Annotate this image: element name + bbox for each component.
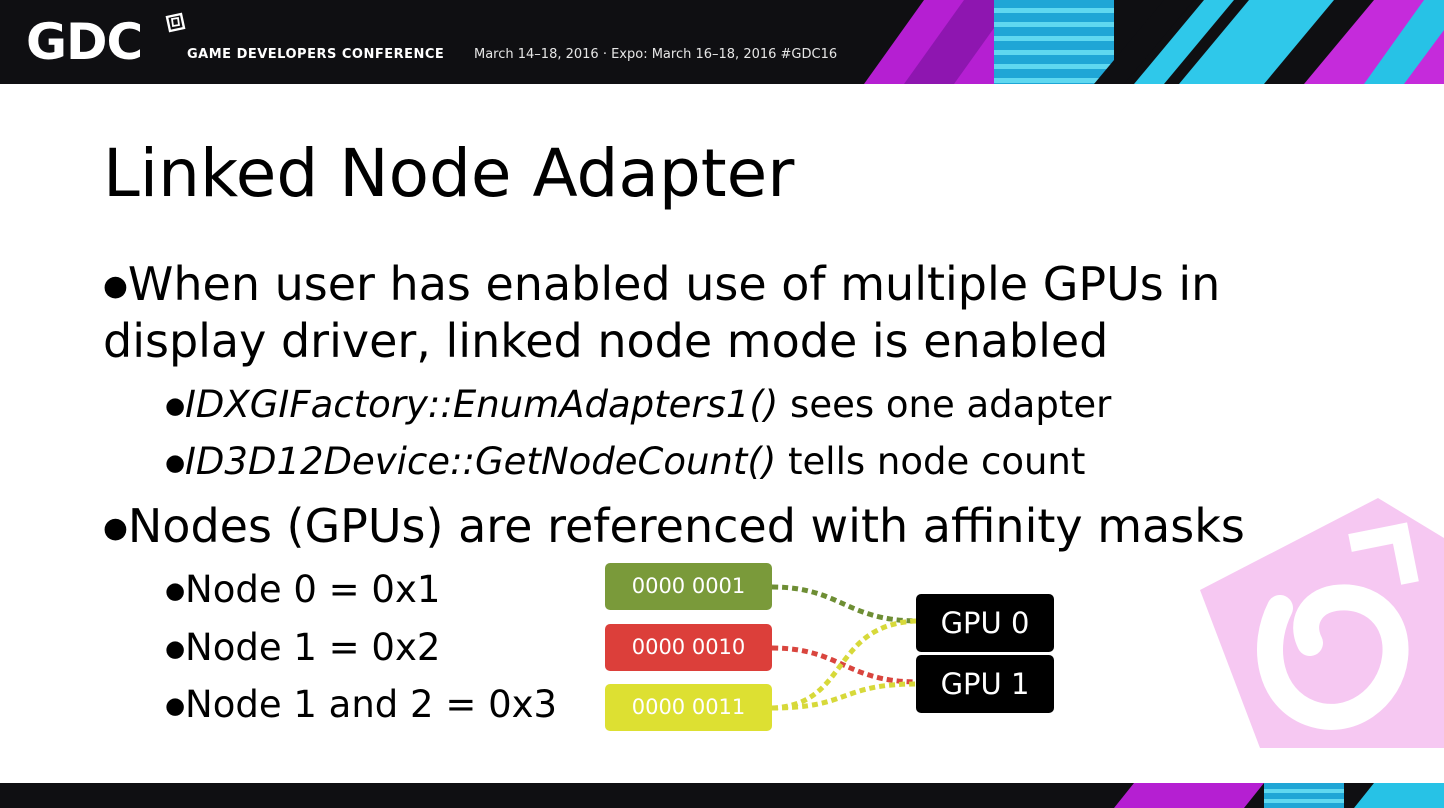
bullet-dot: ● <box>165 635 186 662</box>
api-name: IDXGIFactory::EnumAdapters1() <box>185 383 779 426</box>
footer-decorative-art <box>1114 783 1444 808</box>
mask-chip-0010: 0000 0010 <box>605 624 772 671</box>
mask-chip-0001: 0000 0001 <box>605 563 772 610</box>
gdc-watermark-icon <box>1200 498 1444 748</box>
api-name: ID3D12Device::GetNodeCount() <box>185 440 777 483</box>
bullet-dot: ● <box>103 268 128 302</box>
sub-bullet-node-count: ●ID3D12Device::GetNodeCount() tells node… <box>165 439 1085 486</box>
sub-bullet-text: Node 1 and 2 = 0x3 <box>185 683 558 726</box>
bullet-dot: ● <box>165 577 186 604</box>
bullet-dot: ● <box>165 449 186 476</box>
slide-title: Linked Node Adapter <box>103 135 795 212</box>
gpu-1-box: GPU 1 <box>916 655 1054 713</box>
sub-bullet-text: sees one adapter <box>778 383 1112 426</box>
bullet-dot: ● <box>165 392 186 419</box>
sub-bullet-node-1: ●Node 1 = 0x2 <box>165 625 440 672</box>
gdc-logo: GDC <box>26 13 143 71</box>
sub-bullet-node-0: ●Node 0 = 0x1 <box>165 567 440 614</box>
header-banner: GDC GAME DEVELOPERS CONFERENCE March 14–… <box>0 0 1444 84</box>
bullet-multi-gpu-continued: display driver, linked node mode is enab… <box>103 313 1108 370</box>
header-decorative-art <box>864 0 1444 84</box>
mask-chip-0011: 0000 0011 <box>605 684 772 731</box>
gpu-0-box: GPU 0 <box>916 594 1054 652</box>
bullet-dot: ● <box>103 510 128 544</box>
footer-banner <box>0 783 1444 808</box>
conference-name: GAME DEVELOPERS CONFERENCE <box>187 47 445 62</box>
sub-bullet-text: Node 1 = 0x2 <box>185 626 441 669</box>
bullet-affinity-masks: ●Nodes (GPUs) are referenced with affini… <box>103 498 1245 556</box>
bullet-text: When user has enabled use of multiple GP… <box>127 257 1221 311</box>
bullet-text: Nodes (GPUs) are referenced with affinit… <box>127 499 1245 553</box>
bullet-dot: ● <box>165 692 186 719</box>
bullet-multi-gpu: ●When user has enabled use of multiple G… <box>103 256 1220 314</box>
gdc-badge-icon <box>165 12 186 33</box>
sub-bullet-node-1-and-2: ●Node 1 and 2 = 0x3 <box>165 682 557 729</box>
conference-dates: March 14–18, 2016 · Expo: March 16–18, 2… <box>474 47 838 62</box>
sub-bullet-text: Node 0 = 0x1 <box>185 568 441 611</box>
sub-bullet-text: tells node count <box>776 440 1086 483</box>
sub-bullet-enum-adapters: ●IDXGIFactory::EnumAdapters1() sees one … <box>165 382 1111 429</box>
bullet-text: display driver, linked node mode is enab… <box>103 314 1109 368</box>
